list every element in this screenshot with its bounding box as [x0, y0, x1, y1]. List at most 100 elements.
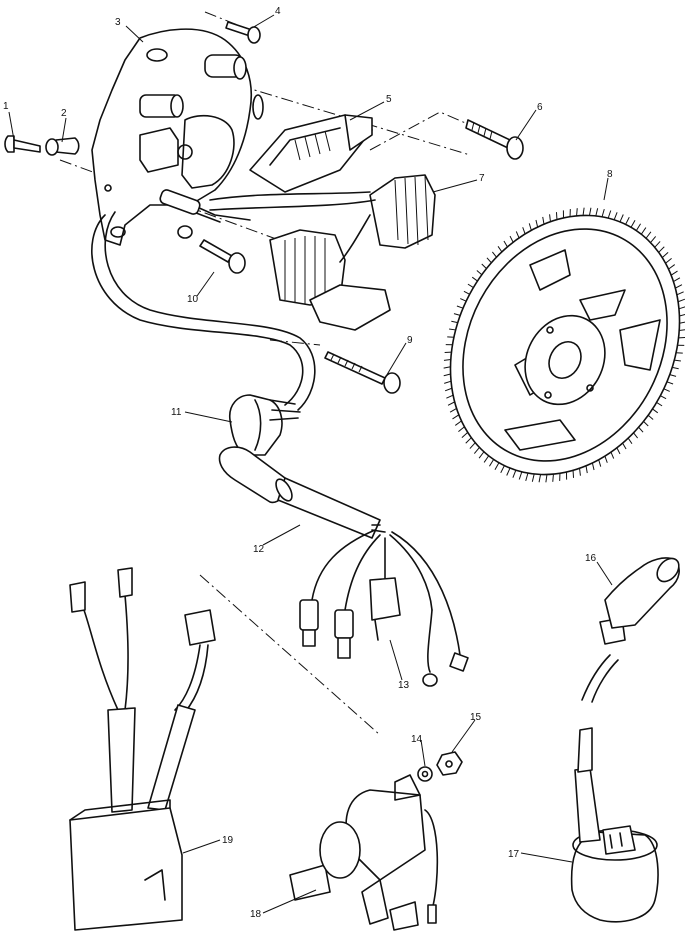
- gear-tooth: [601, 208, 605, 217]
- gear-tooth: [588, 207, 592, 216]
- gear-tooth: [538, 474, 542, 483]
- gear-tooth: [627, 437, 633, 444]
- callout-17: 17: [508, 849, 520, 860]
- gear-tooth: [677, 298, 685, 303]
- gear-tooth: [666, 381, 674, 385]
- callout-11: 11: [171, 407, 182, 418]
- gear-tooth: [518, 471, 523, 480]
- gear-tooth: [443, 358, 451, 361]
- gear-tooth: [595, 208, 599, 217]
- screw-9: [324, 351, 401, 394]
- gear-tooth: [582, 207, 585, 216]
- spark-plug-cap-16: [581, 557, 680, 703]
- gear-tooth: [679, 321, 685, 324]
- gear-tooth: [610, 451, 615, 459]
- gear-tooth: [576, 208, 578, 216]
- gear-tooth: [674, 359, 681, 362]
- gear-tooth: [515, 231, 520, 239]
- callout-15: 15: [470, 712, 482, 723]
- callout-19: 19: [222, 835, 234, 846]
- callout-16: 16: [585, 553, 597, 564]
- gear-tooth: [494, 462, 500, 471]
- gear-tooth: [665, 257, 672, 264]
- gear-tooth: [607, 210, 612, 219]
- gear-tooth: [643, 421, 649, 427]
- gear-tooth: [451, 320, 458, 324]
- callout-10: 10: [187, 294, 199, 305]
- gear-tooth: [673, 277, 681, 283]
- gear-tooth: [461, 431, 469, 438]
- callout-6: 6: [537, 102, 543, 113]
- gear-tooth: [453, 313, 461, 316]
- callout-3: 3: [115, 17, 121, 28]
- clip-2: [45, 137, 80, 156]
- gear-tooth: [545, 474, 548, 483]
- charging-coil-5: [249, 114, 373, 193]
- gear-tooth: [460, 298, 467, 302]
- screw-1: [4, 135, 41, 153]
- callout-leaders: [8, 14, 613, 914]
- gear-tooth: [619, 214, 624, 223]
- gear-tooth: [476, 270, 483, 276]
- gear-tooth: [670, 270, 678, 276]
- gear-tooth: [640, 227, 647, 235]
- callout-9: 9: [407, 335, 413, 346]
- gear-tooth: [672, 366, 679, 370]
- gear-tooth: [446, 394, 454, 399]
- gear-tooth: [638, 426, 644, 433]
- gear-tooth: [525, 473, 529, 482]
- gear-tooth: [467, 283, 474, 288]
- gear-tooth: [447, 401, 455, 406]
- gear-tooth: [604, 455, 608, 463]
- stator-plate: [91, 28, 264, 246]
- gear-tooth: [469, 442, 476, 449]
- callout-8: 8: [607, 169, 613, 180]
- gear-tooth: [463, 290, 470, 295]
- gear-tooth: [654, 241, 661, 248]
- gear-tooth: [528, 223, 532, 231]
- gear-tooth: [486, 257, 492, 264]
- gear-tooth: [652, 408, 659, 414]
- gear-tooth: [656, 402, 663, 407]
- gear-tooth: [481, 263, 487, 269]
- gear-tooth: [473, 447, 480, 454]
- gear-tooth: [660, 395, 667, 400]
- callout-12: 12: [253, 544, 265, 555]
- screw-10: [199, 239, 246, 274]
- gear-tooth: [488, 459, 495, 467]
- gear-tooth: [444, 380, 452, 384]
- gear-tooth: [579, 468, 581, 476]
- callout-1: 1: [3, 101, 9, 112]
- gear-tooth: [679, 329, 685, 332]
- gear-tooth: [679, 314, 685, 317]
- gear-tooth: [598, 459, 602, 467]
- callout-2: 2: [61, 108, 67, 119]
- ignition-coil-17: [570, 727, 659, 923]
- gear-tooth: [678, 306, 685, 310]
- gear-tooth: [542, 216, 545, 225]
- washer-14: [417, 766, 433, 782]
- flywheel-8: [443, 207, 685, 483]
- gear-tooth: [456, 305, 464, 309]
- gear-tooth: [522, 227, 526, 235]
- gear-tooth: [491, 251, 497, 258]
- gear-tooth: [552, 474, 554, 482]
- callout-13: 13: [398, 680, 410, 691]
- gear-tooth: [668, 264, 676, 270]
- callout-labels: 1 2 3 4 5 6 7 8 9 10 11 12 13 14 15 16 1…: [3, 6, 613, 920]
- gear-tooth: [613, 212, 618, 220]
- cdi-module-19: [69, 567, 216, 931]
- callout-18: 18: [250, 909, 262, 920]
- gear-tooth: [676, 291, 684, 296]
- gear-tooth: [503, 240, 508, 248]
- gear-tooth: [633, 432, 639, 439]
- gear-tooth: [458, 426, 465, 433]
- nut-15: [436, 751, 463, 776]
- gear-tooth: [661, 252, 669, 259]
- gear-tooth: [622, 442, 627, 450]
- callout-5: 5: [386, 94, 392, 105]
- gear-tooth: [500, 465, 505, 474]
- gear-tooth: [549, 214, 551, 222]
